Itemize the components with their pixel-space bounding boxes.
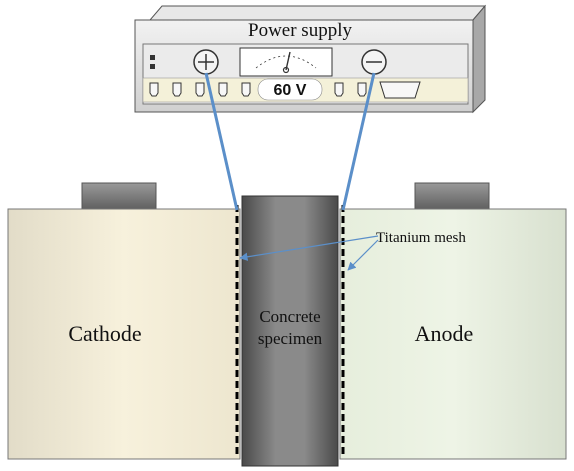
mesh-arrow-left (239, 235, 379, 261)
anode-cell (339, 208, 567, 460)
minus-circle-icon (361, 49, 387, 75)
button-row (149, 82, 367, 97)
anode-top-block (414, 182, 490, 211)
anode-label: Anode (415, 321, 474, 346)
voltage-display (257, 78, 323, 101)
concrete-specimen (241, 195, 339, 467)
power-supply-title: Power supply (248, 20, 352, 41)
voltage-value: 60 V (274, 82, 307, 99)
plus-circle-icon (193, 49, 219, 75)
wire-positive (204, 72, 239, 211)
cathode-cell (7, 208, 241, 460)
cathode-top-block (81, 182, 157, 211)
mesh-label: Titanium mesh (376, 230, 466, 246)
connector-port-icon (379, 81, 421, 99)
mesh-arrow-right (347, 239, 379, 271)
analog-meter-icon (239, 47, 333, 77)
specimen-label-line2: specimen (258, 329, 323, 348)
cathode-label: Cathode (68, 321, 141, 346)
wire-negative (341, 72, 376, 211)
specimen-label-line1: Concrete (259, 307, 320, 326)
power-switch-icon (150, 55, 155, 69)
